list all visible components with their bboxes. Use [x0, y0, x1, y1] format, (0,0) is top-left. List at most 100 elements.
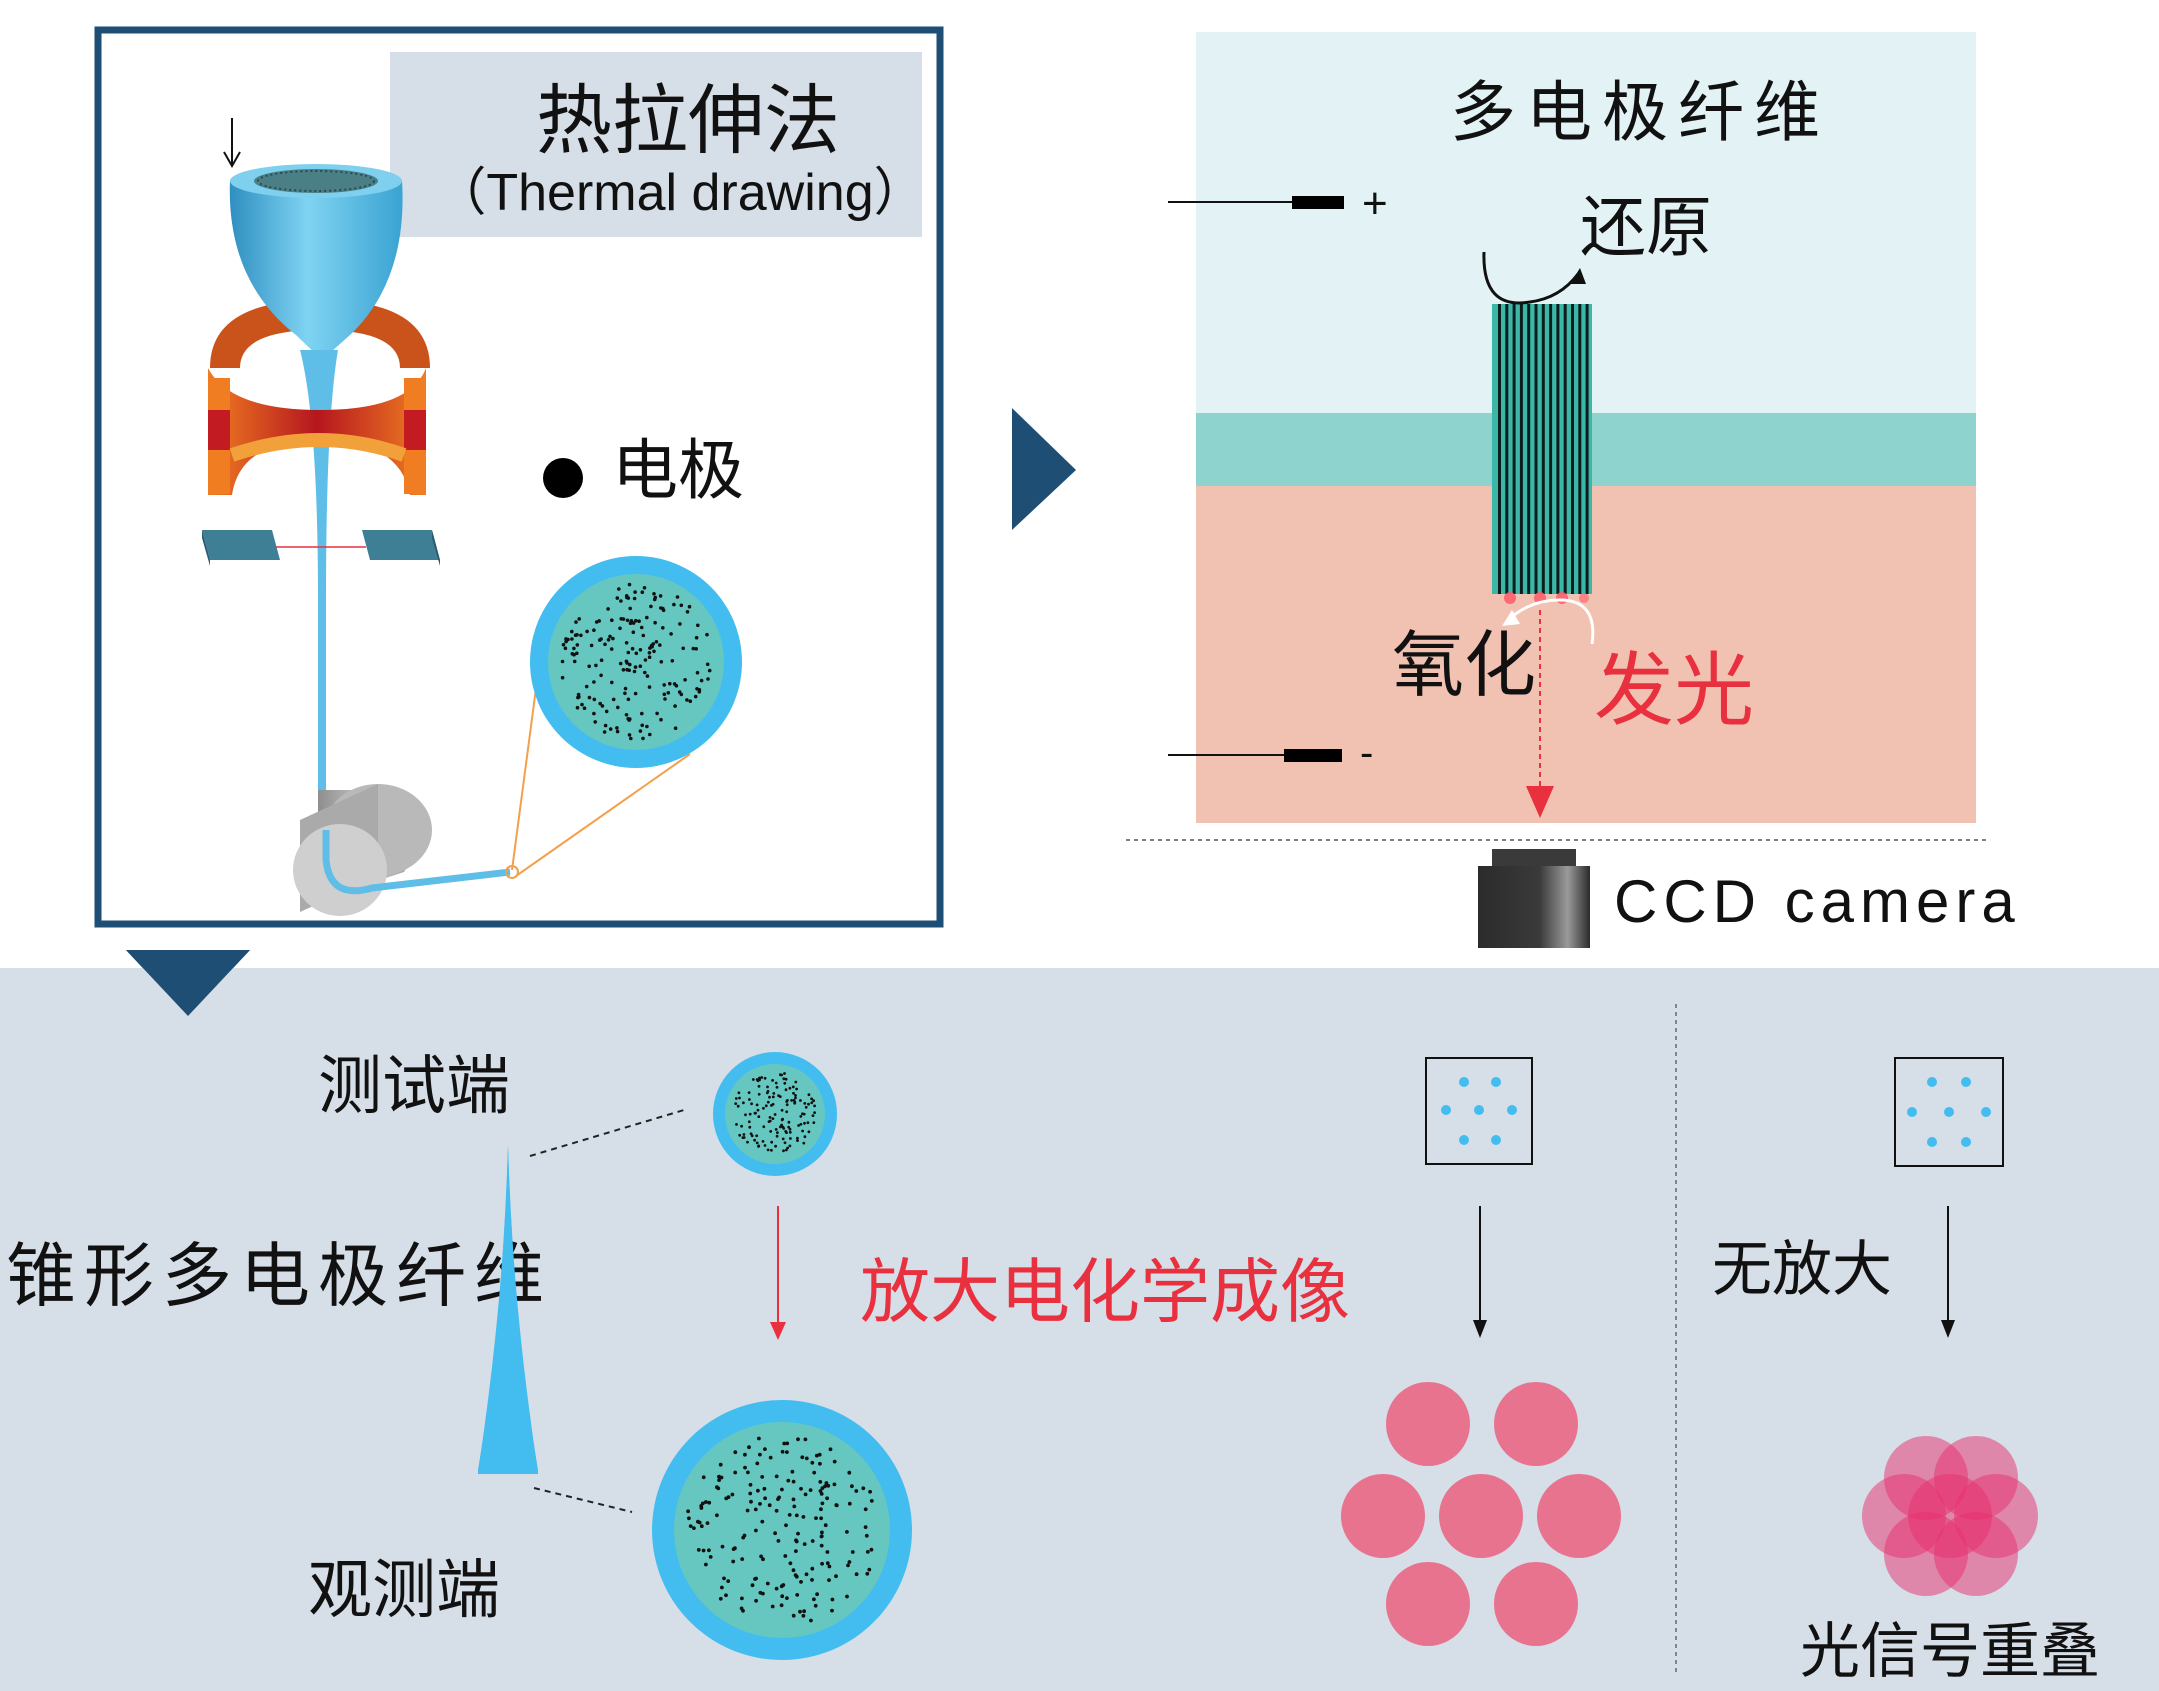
electrode-dot: [770, 1604, 775, 1609]
electrode-dot: [782, 1149, 785, 1153]
electrode-dot: [807, 1102, 810, 1106]
zoom-line-lower: [515, 753, 691, 877]
electrode-stripe: [1505, 304, 1509, 594]
no-amplification-label: 无放大: [1712, 1235, 1892, 1305]
arrow-down-overlay-icon: [126, 950, 250, 1016]
electrode-dot: [632, 669, 637, 674]
electrode-dot: [815, 1592, 819, 1597]
overlapping-light-spots: [1862, 1436, 2038, 1596]
electrode-dot: [799, 1099, 802, 1102]
electrode-dot: [704, 1500, 708, 1504]
electrode-dot: [794, 1549, 798, 1553]
electrode-dot: [738, 1133, 742, 1137]
electrode-dot: [600, 704, 605, 708]
electrode-dot: [602, 730, 607, 734]
electrode-dot: [651, 642, 655, 646]
observe-end-label: 观测端: [308, 1554, 500, 1628]
electrode-dot: [691, 646, 696, 651]
electrode-dot: [854, 1489, 859, 1493]
electrode-dot: [761, 1557, 765, 1562]
furnace-back: [210, 300, 430, 368]
electrode-dot: [773, 1531, 777, 1536]
electrode-dot: [763, 1447, 767, 1451]
electrode-dot: [774, 1144, 777, 1148]
electrode-dot: [603, 642, 607, 647]
electrode-dot: [699, 678, 704, 683]
electrode-dot: [763, 1076, 767, 1080]
preform: [229, 164, 403, 360]
electrode-dot: [661, 608, 666, 613]
feed-arrow-icon: [223, 118, 241, 169]
electrode-dot: [796, 1531, 800, 1536]
electrode-dot: [819, 1492, 824, 1496]
electrode-dot: [801, 1112, 804, 1116]
electrode-dot: [813, 1111, 816, 1114]
electrode-dot: [564, 637, 568, 641]
electrode-dot: [603, 723, 608, 728]
emission-arrowhead: [1526, 786, 1554, 818]
electrode-dot: [573, 633, 578, 637]
electrode-dot: [724, 1593, 728, 1598]
reduction-label: 还原: [1580, 189, 1712, 266]
electrode-dot: [760, 1475, 765, 1479]
electrode-dot: [611, 636, 615, 641]
electrode-dot: [606, 607, 610, 611]
electrode-dot: [668, 681, 672, 686]
electrode-dot: [780, 1487, 784, 1492]
positive-sign: +: [1362, 179, 1388, 228]
electrode-dot: [694, 635, 699, 640]
electrode-dots-small: [734, 1072, 816, 1153]
electrode-dot: [784, 1148, 788, 1152]
electrode-dot: [869, 1547, 874, 1552]
electrode-dot: [717, 1474, 721, 1479]
electrode-dot: [655, 711, 659, 716]
electrode-dot: [776, 1497, 780, 1501]
electrode-dot: [577, 617, 581, 621]
electrode-dot: [762, 1125, 766, 1129]
electrode-dot: [802, 1609, 806, 1614]
electrode-dot: [804, 1456, 809, 1461]
electrode-dot: [701, 1548, 706, 1553]
electrode-dot: [575, 651, 579, 656]
electrode-dot: [864, 1533, 869, 1538]
electrode-dot: [813, 1104, 816, 1108]
electrode-dot: [616, 705, 620, 710]
electrode-dot: [707, 1548, 711, 1553]
electrode-dot: [803, 1492, 808, 1497]
electrode-dot: [811, 1114, 815, 1117]
electrode-dot: [627, 733, 632, 737]
electrode-dot: [820, 1561, 824, 1566]
electrode-dot: [766, 1089, 770, 1093]
electrode-dot: [707, 1500, 712, 1505]
electrode-dot: [807, 1093, 811, 1097]
electrode-dot: [791, 1568, 796, 1573]
electrode-dot: [865, 1571, 870, 1576]
electrode-dot: [634, 651, 639, 656]
electrode-dot: [784, 1088, 788, 1092]
electrode-dot: [633, 590, 637, 594]
electrode-dot: [592, 711, 596, 716]
electrode-dot: [782, 1127, 786, 1130]
electrode-dot: [561, 642, 566, 647]
electrode-dot: [783, 1141, 787, 1145]
electrode-dot: [812, 1121, 816, 1124]
electrode-dot: [791, 1613, 796, 1618]
electrode-dot: [794, 1094, 797, 1097]
electrode-dot: [793, 1100, 797, 1104]
electrode-dot: [618, 626, 622, 631]
electrode-dot: [832, 1459, 837, 1464]
electrode-dot: [609, 647, 614, 651]
electrode-dot: [751, 1078, 755, 1081]
electrode-dot: [654, 640, 659, 644]
electrode-dot: [807, 1130, 811, 1134]
electrode-dot: [783, 1554, 788, 1558]
electrode-dot: [827, 1578, 831, 1582]
electrode-dot: [799, 1580, 803, 1584]
electrode-dot: [788, 1130, 792, 1134]
electrode-dot: [825, 1496, 829, 1501]
electrode-dot: [669, 632, 673, 636]
electrode-dot: [757, 1144, 761, 1148]
electrode-dot: [790, 1099, 793, 1102]
tension-sensor-left: [202, 530, 280, 566]
electrode-dot: [652, 649, 656, 654]
